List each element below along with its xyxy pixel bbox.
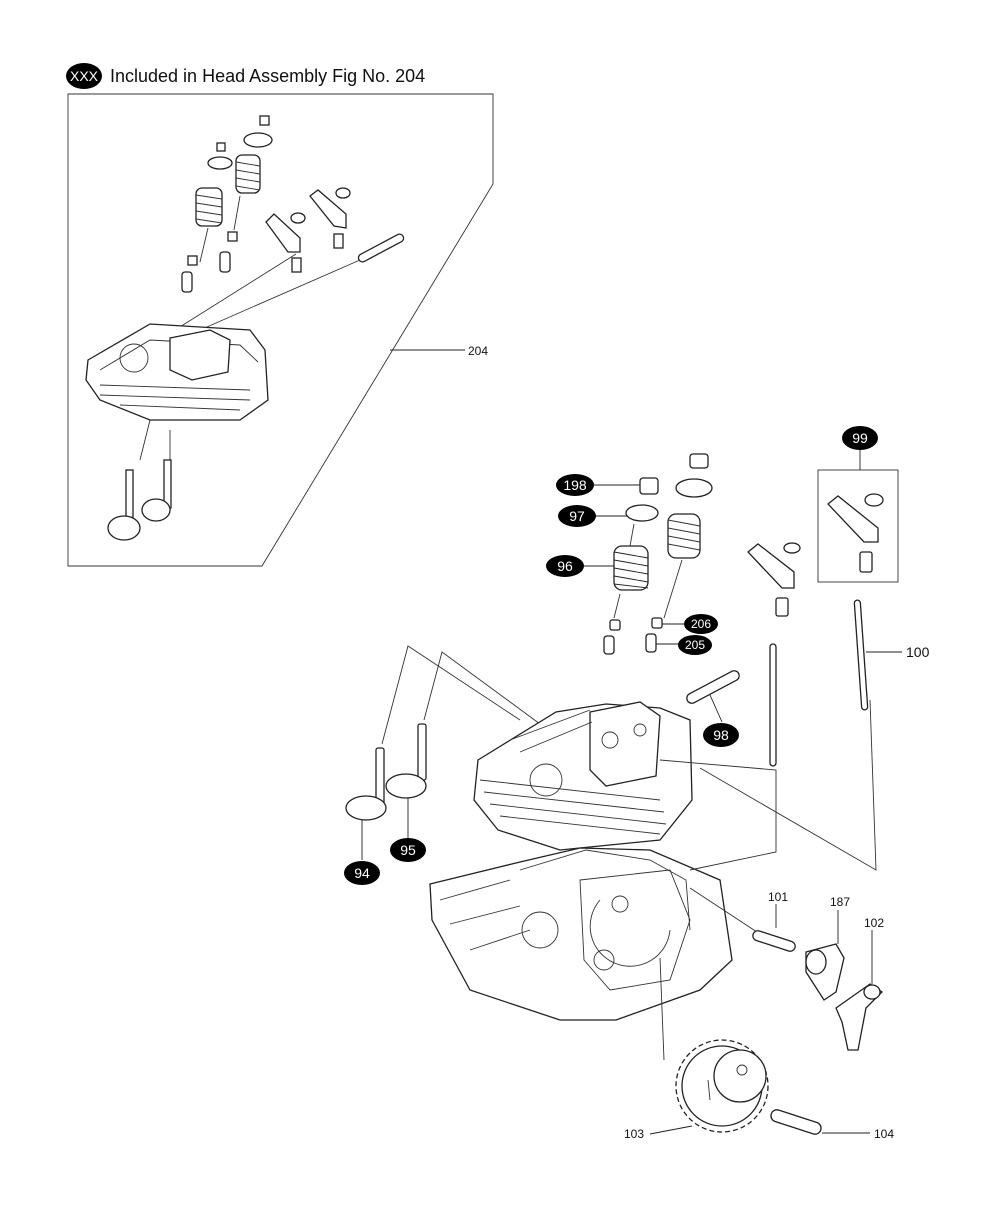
rocker-arm-middle <box>747 542 801 767</box>
engine-block <box>429 847 733 1061</box>
valve-keeper-198 <box>594 477 659 495</box>
spring-retainer-97 <box>625 504 659 522</box>
label-204: 204 <box>468 344 488 358</box>
intake-valve-95 <box>385 723 427 838</box>
callout-198: 198 <box>556 474 594 496</box>
svg-text:198: 198 <box>563 477 587 493</box>
head-assembly-inset: 204 <box>67 93 494 567</box>
label-100: 100 <box>906 644 930 660</box>
exhaust-valve-94 <box>345 747 387 860</box>
svg-text:94: 94 <box>354 865 370 881</box>
cam-follower-pin-101: 101 <box>752 890 796 952</box>
inset-valve-1 <box>107 469 141 541</box>
camshaft-pin-104: 104 <box>770 1109 894 1141</box>
svg-text:96: 96 <box>557 558 573 574</box>
valve-spring-right <box>667 513 701 559</box>
callout-205: 205 <box>678 635 712 655</box>
valve-seal-left <box>609 619 621 631</box>
label-102: 102 <box>864 916 884 930</box>
rocker-arm-kit-99 <box>817 450 899 583</box>
inset-valve-2 <box>141 459 172 522</box>
push-rod-100: 100 <box>853 599 930 711</box>
svg-text:97: 97 <box>569 508 585 524</box>
callout-99: 99 <box>842 426 878 450</box>
label-104: 104 <box>874 1127 894 1141</box>
callout-98: 98 <box>703 723 739 747</box>
camshaft-gear-103: 103 <box>624 1039 769 1141</box>
label-103: 103 <box>624 1127 644 1141</box>
valve-guide-205 <box>645 633 657 653</box>
cylinder-head <box>473 701 693 851</box>
legend-badge: XXX <box>66 63 102 89</box>
valve-keeper-top <box>689 453 709 469</box>
cam-follower-187: 187 <box>805 895 850 1001</box>
legend-text: Included in Head Assembly Fig No. 204 <box>110 65 426 86</box>
callout-206: 206 <box>684 614 718 634</box>
cam-follower-102: 102 <box>835 916 884 1051</box>
legend: XXX Included in Head Assembly Fig No. 20… <box>66 63 425 89</box>
svg-text:205: 205 <box>685 638 705 652</box>
callout-97: 97 <box>558 505 596 527</box>
svg-text:206: 206 <box>691 617 711 631</box>
callout-95: 95 <box>390 838 426 862</box>
svg-text:99: 99 <box>852 430 868 446</box>
inset-spring-1 <box>235 154 261 194</box>
callout-96: 96 <box>546 555 584 577</box>
svg-text:95: 95 <box>400 842 416 858</box>
valve-guide-left <box>603 635 615 655</box>
rocker-shaft-98 <box>686 670 740 723</box>
valve-seal-206 <box>651 617 663 629</box>
valve-spring-96 <box>584 545 649 591</box>
inset-spring-2 <box>195 187 223 227</box>
spring-retainer-right <box>675 478 713 498</box>
callout-94: 94 <box>344 861 380 885</box>
label-187: 187 <box>830 895 850 909</box>
label-101: 101 <box>768 890 788 904</box>
svg-text:98: 98 <box>713 727 729 743</box>
